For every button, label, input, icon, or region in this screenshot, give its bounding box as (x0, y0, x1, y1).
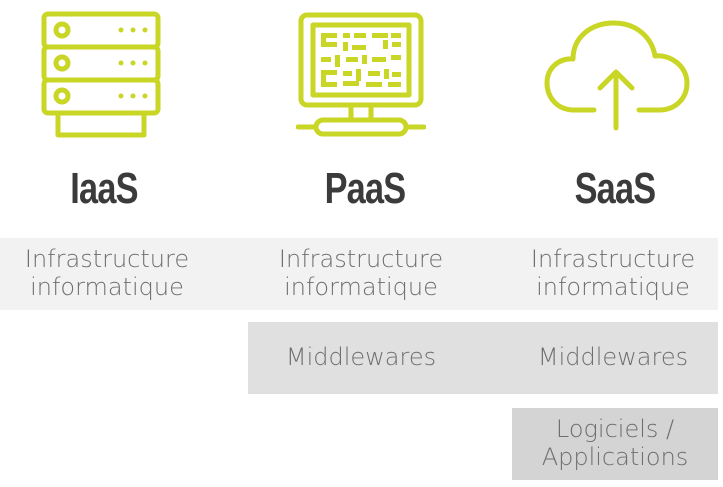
heading-iaas: IaaS (70, 164, 138, 213)
saas-middlewares-label: Middlewares (537, 343, 689, 372)
iaas-infrastructure-label: Infrastructure informatique (24, 245, 190, 301)
saas-infrastructure-label: Infrastructure informatique (530, 245, 696, 301)
saas-applications-label: Logiciels / Applications (512, 408, 718, 480)
monitor-icon (296, 12, 426, 137)
band-middlewares (248, 322, 718, 394)
cloud-upload-icon (544, 20, 690, 131)
server-icon (41, 11, 161, 138)
band-infrastructure (0, 238, 718, 310)
paas-middlewares-label: Middlewares (285, 343, 437, 372)
heading-saas: SaaS (574, 164, 657, 213)
paas-infrastructure-label: Infrastructure informatique (278, 245, 444, 301)
heading-paas: PaaS (324, 164, 407, 213)
